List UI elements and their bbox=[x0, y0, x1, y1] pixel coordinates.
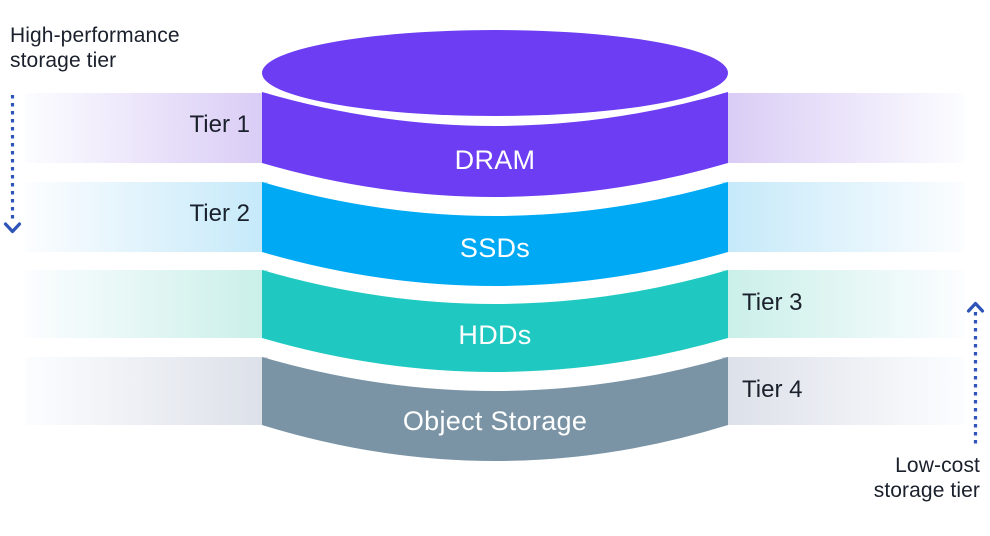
tier-bands bbox=[25, 93, 965, 425]
tier2-band-right bbox=[722, 182, 965, 252]
tier3-band-left bbox=[25, 270, 268, 338]
cylinder-top-ellipse bbox=[262, 30, 728, 116]
segment-hdds bbox=[262, 270, 728, 372]
low-cost-caption: Low-cost storage tier bbox=[874, 453, 980, 503]
arrow-up-head bbox=[966, 301, 985, 313]
caption-line: High-performance bbox=[10, 24, 180, 47]
tier3-band-right bbox=[722, 270, 965, 338]
caption-line: storage tier bbox=[873, 479, 980, 502]
storage-cylinder bbox=[262, 30, 728, 461]
tier4-band-right bbox=[722, 357, 965, 425]
direction-arrows bbox=[3, 95, 985, 445]
tier1-band-right bbox=[722, 93, 965, 163]
tier2-label: Tier 2 bbox=[189, 200, 250, 227]
ssds-segment-label: SSDs bbox=[459, 233, 531, 263]
object-storage-segment-label: Object Storage bbox=[402, 406, 588, 436]
tier4-label: Tier 4 bbox=[742, 376, 803, 403]
arrow-down-icon bbox=[3, 95, 22, 234]
hdds-segment-label: HDDs bbox=[458, 320, 532, 350]
segment-ssds bbox=[262, 182, 728, 286]
segment-dram bbox=[262, 92, 728, 197]
tier4-band-left bbox=[25, 357, 268, 425]
tier2-band-left bbox=[25, 182, 268, 252]
caption-line: Low-cost bbox=[895, 454, 980, 477]
high-performance-caption: High-performance storage tier bbox=[10, 23, 180, 73]
tier1-label: Tier 1 bbox=[189, 111, 250, 138]
dram-segment-label: DRAM bbox=[454, 145, 536, 175]
arrow-up-icon bbox=[966, 301, 985, 445]
caption-line: storage tier bbox=[10, 49, 117, 72]
tier1-band-left bbox=[25, 93, 268, 163]
segment-object-storage bbox=[262, 357, 728, 461]
arrow-down-head bbox=[3, 222, 22, 234]
tier3-label: Tier 3 bbox=[742, 289, 803, 316]
